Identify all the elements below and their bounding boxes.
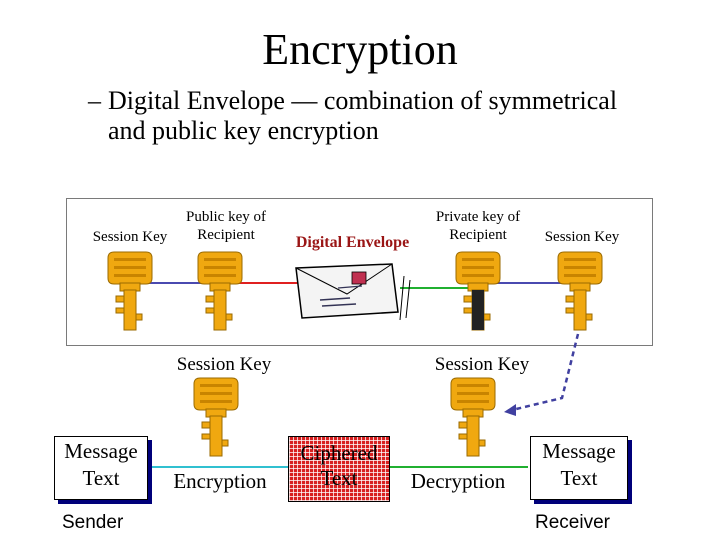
bullet-text: –Digital Envelope — combination of symme… <box>88 86 688 146</box>
envelope-icon <box>295 263 411 321</box>
message-receiver-line-2: Text <box>560 466 598 490</box>
ciphered-line-2: Text <box>320 466 358 490</box>
key-icon <box>197 251 243 331</box>
label-private-key-line-1: Private key of <box>435 209 521 225</box>
label-public-key-line-1: Public key of <box>186 209 266 225</box>
bullet-line-1: –Digital Envelope — combination of symme… <box>88 86 688 116</box>
message-box-receiver: Message Text <box>530 436 628 500</box>
key-icon <box>450 377 496 457</box>
bullet-line-2: and public key encryption <box>108 116 379 145</box>
label-session-key-mid-right: Session Key <box>434 354 530 375</box>
ciphered-text-box: Ciphered Text <box>288 436 390 502</box>
message-sender-line-2: Text <box>82 466 120 490</box>
private-key-shank <box>472 290 484 330</box>
bullet-line-1-text: Digital Envelope — combination of symmet… <box>108 86 618 115</box>
ciphered-line-1: Ciphered <box>300 441 378 465</box>
message-receiver-line-1: Message <box>542 439 616 463</box>
label-session-key-right: Session Key <box>544 229 620 245</box>
key-icon <box>557 251 603 331</box>
label-decryption: Decryption <box>410 469 506 493</box>
label-public-key: Public key of Recipient <box>168 208 284 244</box>
envelope-frame <box>66 198 653 346</box>
label-private-key: Private key of Recipient <box>420 208 536 244</box>
message-sender-line-1: Message <box>64 439 138 463</box>
key-icon <box>193 377 239 457</box>
label-encryption: Encryption <box>173 469 267 493</box>
message-box-sender: Message Text <box>54 436 148 500</box>
label-sender: Sender <box>62 512 124 533</box>
arrow-head-icon <box>504 404 516 416</box>
label-public-key-line-2: Recipient <box>197 227 255 243</box>
label-digital-envelope: Digital Envelope <box>295 234 410 251</box>
bullet-dash: – <box>88 86 101 115</box>
key-icon <box>107 251 153 331</box>
dashed-arrow-icon <box>511 333 580 412</box>
label-private-key-line-2: Recipient <box>449 227 507 243</box>
label-session-key-left: Session Key <box>92 229 168 245</box>
label-session-key-mid-left: Session Key <box>176 354 272 375</box>
slide-title: Encryption <box>262 25 458 74</box>
label-receiver: Receiver <box>535 512 610 533</box>
